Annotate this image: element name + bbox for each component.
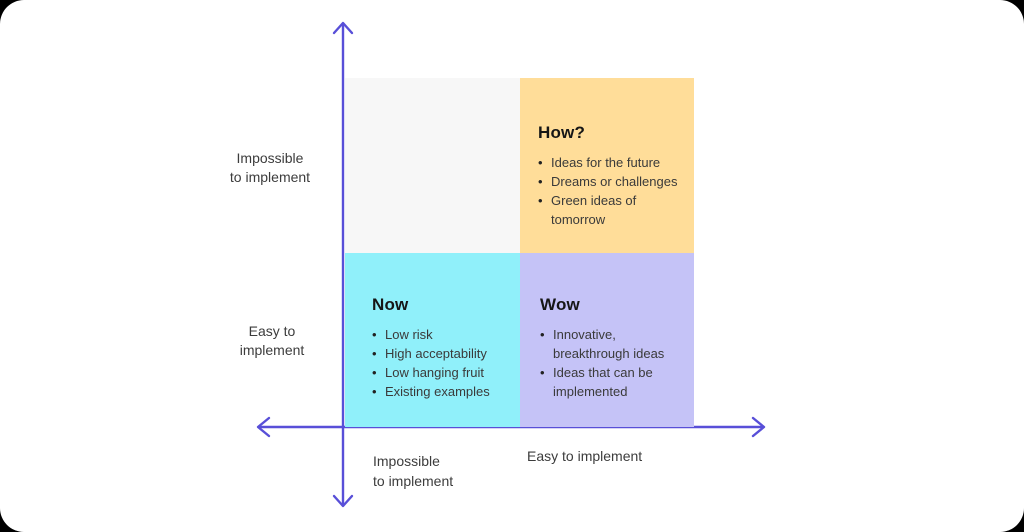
quadrant-how-title: How?: [538, 123, 586, 142]
quadrant-now-title: Now: [372, 295, 409, 314]
bullet-item: Low hanging fruit: [372, 363, 510, 382]
y-axis-arrow-down-icon: [332, 494, 354, 508]
x-axis-arrow-left-icon: [256, 416, 271, 438]
bullet-item: Ideas that can be implemented: [540, 363, 682, 401]
x-axis-label-right: Easy to implement: [527, 448, 643, 464]
y-axis-label-bottom-line1: Easy to: [248, 323, 296, 339]
x-axis-label-left-line1: Impossible: [373, 453, 440, 469]
bullet-item: Existing examples: [372, 382, 510, 401]
y-axis-arrow-up-icon: [332, 21, 354, 35]
x-axis-label-left: Impossible to implement: [373, 451, 453, 491]
bullet-item: Innovative, breakthrough ideas: [540, 325, 682, 363]
bullet-item: Dreams or challenges: [538, 172, 680, 191]
quadrant-how-bullets: Ideas for the futureDreams or challenges…: [538, 153, 680, 229]
quadrant-wow: Wow Innovative, breakthrough ideasIdeas …: [520, 253, 694, 427]
bullet-item: Green ideas of tomorrow: [538, 191, 680, 229]
quadrant-grid: How? Ideas for the futureDreams or chall…: [345, 78, 694, 427]
bullet-item: Low risk: [372, 325, 510, 344]
bullet-item: High acceptability: [372, 344, 510, 363]
y-axis-label-top-line1: Impossible: [236, 150, 304, 166]
y-axis-label-bottom-line2: implement: [239, 342, 305, 358]
y-axis-label-bottom: Easy to implement: [202, 322, 342, 360]
y-axis-label-top: Impossible to implement: [200, 149, 340, 187]
quadrant-empty: [345, 78, 520, 253]
x-axis-label-left-line2: to implement: [373, 473, 454, 489]
x-axis-arrow-right-icon: [751, 416, 766, 438]
quadrant-now: Now Low riskHigh acceptabilityLow hangin…: [345, 253, 520, 427]
quadrant-now-bullets: Low riskHigh acceptabilityLow hanging fr…: [372, 325, 510, 401]
quadrant-wow-bullets: Innovative, breakthrough ideasIdeas that…: [540, 325, 682, 401]
bullet-item: Ideas for the future: [538, 153, 680, 172]
quadrant-wow-title: Wow: [540, 295, 580, 314]
y-axis-label-top-line2: to implement: [229, 169, 311, 185]
quadrant-how: How? Ideas for the futureDreams or chall…: [520, 78, 694, 253]
